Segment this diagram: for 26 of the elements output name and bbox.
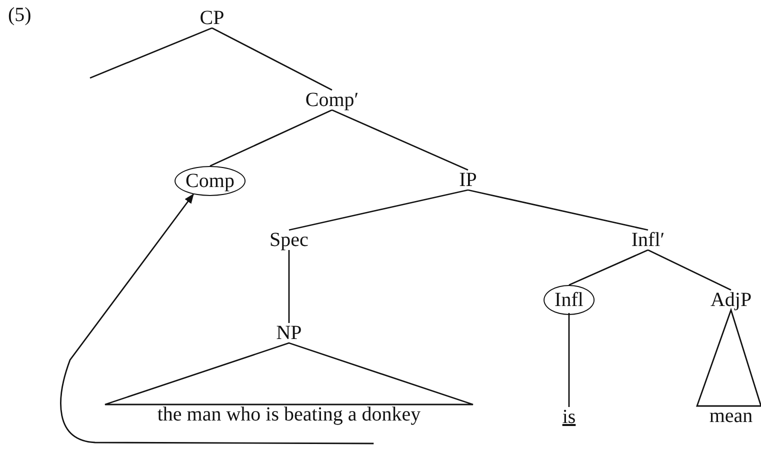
- category-label: CP: [196, 6, 228, 30]
- triangle-branch: [104, 342, 474, 406]
- branch-line: [90, 27, 212, 79]
- category-label: Spec: [266, 228, 312, 252]
- triangle-branch: [696, 308, 761, 407]
- category-label: Infl′: [628, 228, 668, 252]
- category-label: NP: [273, 321, 305, 345]
- example-number: (5): [8, 4, 32, 27]
- terminal-words: is: [559, 405, 579, 429]
- branch-line: [210, 109, 332, 167]
- branch-line: [648, 249, 732, 291]
- branch-line: [568, 313, 570, 407]
- terminal-words: the man who is beating a donkey: [154, 402, 424, 444]
- terminal-words: mean: [706, 404, 756, 428]
- movement-arrow: [60, 193, 374, 444]
- branch-line: [212, 27, 332, 91]
- branch-line: [568, 249, 648, 286]
- branch-line: [468, 189, 648, 231]
- category-label: Comp′: [302, 88, 362, 112]
- branch-line: [288, 250, 290, 323]
- branch-line: [332, 109, 468, 171]
- branch-line: [288, 189, 468, 231]
- circled-category-label: Comp: [174, 166, 246, 196]
- circled-category-label: Infl: [544, 285, 594, 315]
- category-label: IP: [456, 168, 480, 192]
- category-label: AdjP: [707, 288, 755, 312]
